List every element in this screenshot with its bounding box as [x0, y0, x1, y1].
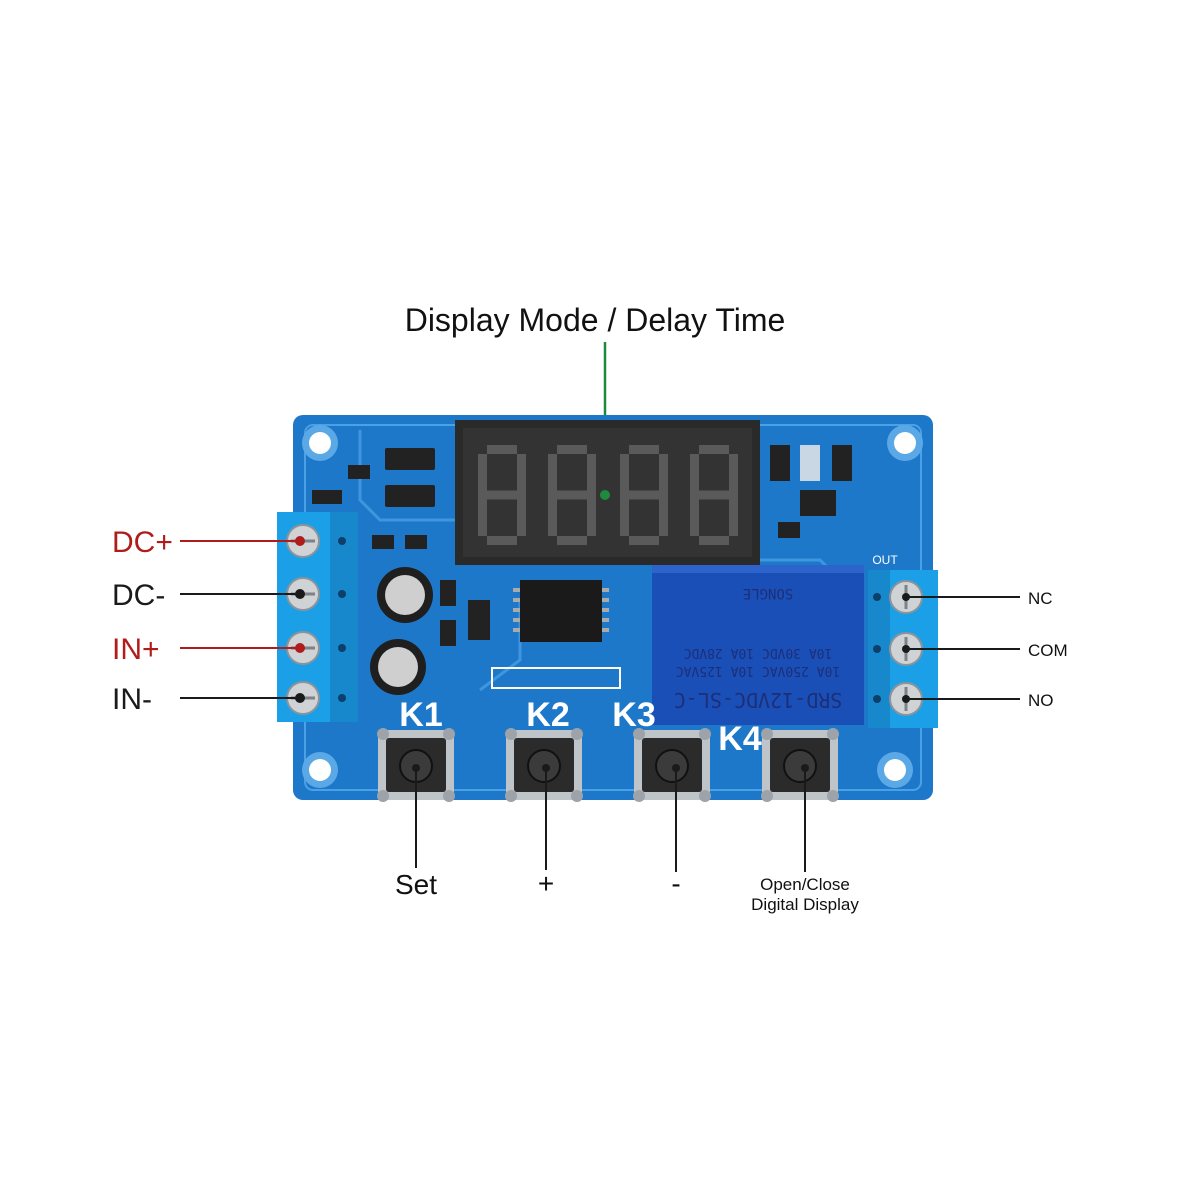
pin-leader-inminus: IN-	[112, 683, 305, 716]
relay: SRD-12VDC-SL-C 10A 250VAC 10A 125VAC 10A…	[652, 565, 864, 725]
pin-label: NC	[1028, 589, 1053, 608]
relay-rating-1: 10A 250VAC 10A 125VAC	[676, 663, 840, 678]
pin-leader-inplus: IN+	[112, 633, 305, 666]
pin-label: COM	[1028, 641, 1068, 660]
microcontroller-chip	[513, 580, 609, 642]
out-label: OUT	[872, 553, 898, 567]
pin-leader-com: COM	[902, 641, 1068, 660]
header-pads	[491, 667, 621, 689]
key-label-k4: K4	[718, 720, 762, 758]
pin-leader-dcplus: DC+	[112, 526, 305, 559]
key-label-k1: K1	[399, 696, 442, 734]
relay-brand: SONGLE	[743, 585, 794, 601]
display-digit	[478, 445, 526, 545]
capacitor	[377, 567, 433, 623]
mounting-hole	[877, 752, 913, 788]
smd-components	[312, 445, 852, 646]
mounting-hole	[887, 425, 923, 461]
display-button-label-line1: Open/Close	[760, 875, 850, 894]
minus-button[interactable]	[633, 728, 711, 802]
pin-label: IN-	[112, 683, 152, 716]
minus-button-label: -	[671, 868, 680, 899]
button-leader-line	[801, 764, 809, 872]
pin-leader-dcminus: DC-	[112, 579, 305, 612]
capacitor	[370, 639, 426, 695]
pin-label: NO	[1028, 691, 1054, 710]
display-leader-dot	[600, 490, 610, 500]
relay-model: SRD-12VDC-SL-C	[674, 688, 843, 712]
button-leader-line	[412, 764, 420, 868]
display-digit	[548, 445, 596, 545]
pin-label: IN+	[112, 633, 160, 666]
seven-segment-display	[455, 420, 760, 565]
diagram-title: Display Mode / Delay Time	[405, 302, 786, 338]
pin-leader-nc: NC	[902, 589, 1053, 608]
display-digit	[620, 445, 668, 545]
plus-button-label: +	[538, 868, 554, 899]
set-button-label: Set	[395, 869, 437, 900]
key-label-k2: K2	[526, 696, 569, 734]
button-leader-line	[542, 764, 550, 870]
relay-rating-2: 10A 30VDC 10A 28VDC	[684, 645, 833, 660]
mounting-hole	[302, 752, 338, 788]
key-label-k3: K3	[612, 696, 655, 734]
pin-label: DC-	[112, 579, 165, 612]
display-button-label-line2: Digital Display	[751, 895, 859, 914]
pin-label: DC+	[112, 526, 173, 559]
display-digit	[690, 445, 738, 545]
button-leader-line	[672, 764, 680, 872]
mounting-hole	[302, 425, 338, 461]
display-toggle-button[interactable]	[761, 728, 839, 802]
pin-leader-no: NO	[902, 691, 1054, 710]
